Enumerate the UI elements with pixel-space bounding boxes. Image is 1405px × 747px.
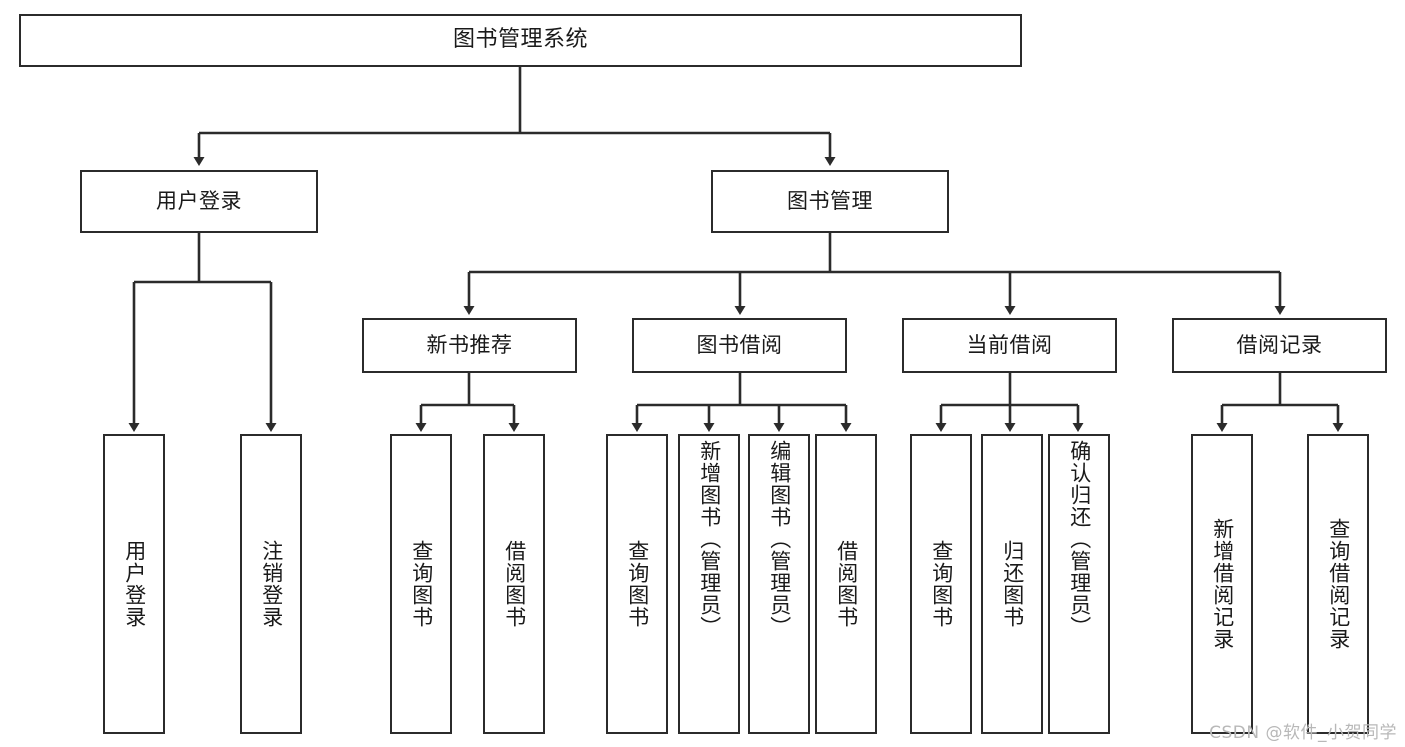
node-root-system[interactable]: 图书管理系统 xyxy=(19,14,1022,67)
node-label: 借阅记录 xyxy=(1236,332,1323,357)
node-leaf-borrow-book-1[interactable]: 借阅图书 xyxy=(483,434,545,734)
node-new-book-recommend[interactable]: 新书推荐 xyxy=(362,318,577,373)
node-user-login[interactable]: 用户登录 xyxy=(80,170,318,233)
node-label: 查询图书 xyxy=(929,540,954,628)
node-leaf-return-book[interactable]: 归还图书 xyxy=(981,434,1043,734)
node-leaf-add-book[interactable]: 新增图书（管理员） xyxy=(678,434,740,734)
node-leaf-user-login[interactable]: 用户登录 xyxy=(103,434,165,734)
watermark-text: CSDN @软件_小贺同学 xyxy=(1209,723,1397,743)
node-label: 图书管理系统 xyxy=(452,27,588,53)
node-leaf-user-logout[interactable]: 注销登录 xyxy=(240,434,302,734)
node-leaf-query-record[interactable]: 查询借阅记录 xyxy=(1307,434,1369,734)
node-label: 编辑图书（管理员） xyxy=(767,440,792,638)
node-current-borrow[interactable]: 当前借阅 xyxy=(902,318,1117,373)
node-label: 借阅图书 xyxy=(502,540,527,628)
node-book-borrow[interactable]: 图书借阅 xyxy=(632,318,847,373)
node-label: 查询图书 xyxy=(625,540,650,628)
node-label: 借阅图书 xyxy=(834,540,859,628)
node-leaf-query-book-1[interactable]: 查询图书 xyxy=(390,434,452,734)
node-leaf-query-book-3[interactable]: 查询图书 xyxy=(910,434,972,734)
node-leaf-confirm-return[interactable]: 确认归还（管理员） xyxy=(1048,434,1110,734)
node-label: 当前借阅 xyxy=(966,332,1053,357)
node-label: 图书管理 xyxy=(787,188,873,213)
node-label: 查询借阅记录 xyxy=(1326,518,1351,650)
node-book-management[interactable]: 图书管理 xyxy=(711,170,949,233)
node-label: 用户登录 xyxy=(122,540,147,628)
node-label: 用户登录 xyxy=(156,188,242,213)
node-label: 确认归还（管理员） xyxy=(1067,440,1092,638)
node-leaf-query-book-2[interactable]: 查询图书 xyxy=(606,434,668,734)
node-label: 新增图书（管理员） xyxy=(697,440,722,638)
node-label: 查询图书 xyxy=(409,540,434,628)
node-label: 归还图书 xyxy=(1000,540,1025,628)
node-label: 图书借阅 xyxy=(696,332,783,357)
node-label: 新书推荐 xyxy=(426,332,513,357)
node-leaf-edit-book[interactable]: 编辑图书（管理员） xyxy=(748,434,810,734)
node-leaf-borrow-book-2[interactable]: 借阅图书 xyxy=(815,434,877,734)
node-leaf-add-record[interactable]: 新增借阅记录 xyxy=(1191,434,1253,734)
node-label: 新增借阅记录 xyxy=(1210,518,1235,650)
node-label: 注销登录 xyxy=(259,540,284,628)
node-borrow-record[interactable]: 借阅记录 xyxy=(1172,318,1387,373)
